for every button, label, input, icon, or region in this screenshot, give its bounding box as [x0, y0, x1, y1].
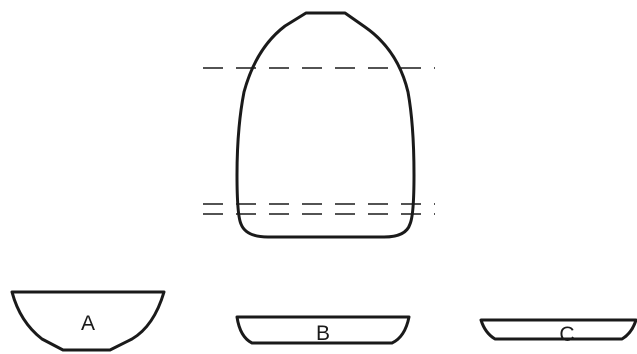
- piece-a-label: A: [81, 312, 95, 335]
- piece-c: C: [481, 320, 636, 346]
- piece-a: A: [12, 292, 164, 350]
- piece-c-label: C: [559, 323, 574, 346]
- piece-b-label: B: [316, 322, 330, 345]
- piece-b: B: [237, 317, 409, 345]
